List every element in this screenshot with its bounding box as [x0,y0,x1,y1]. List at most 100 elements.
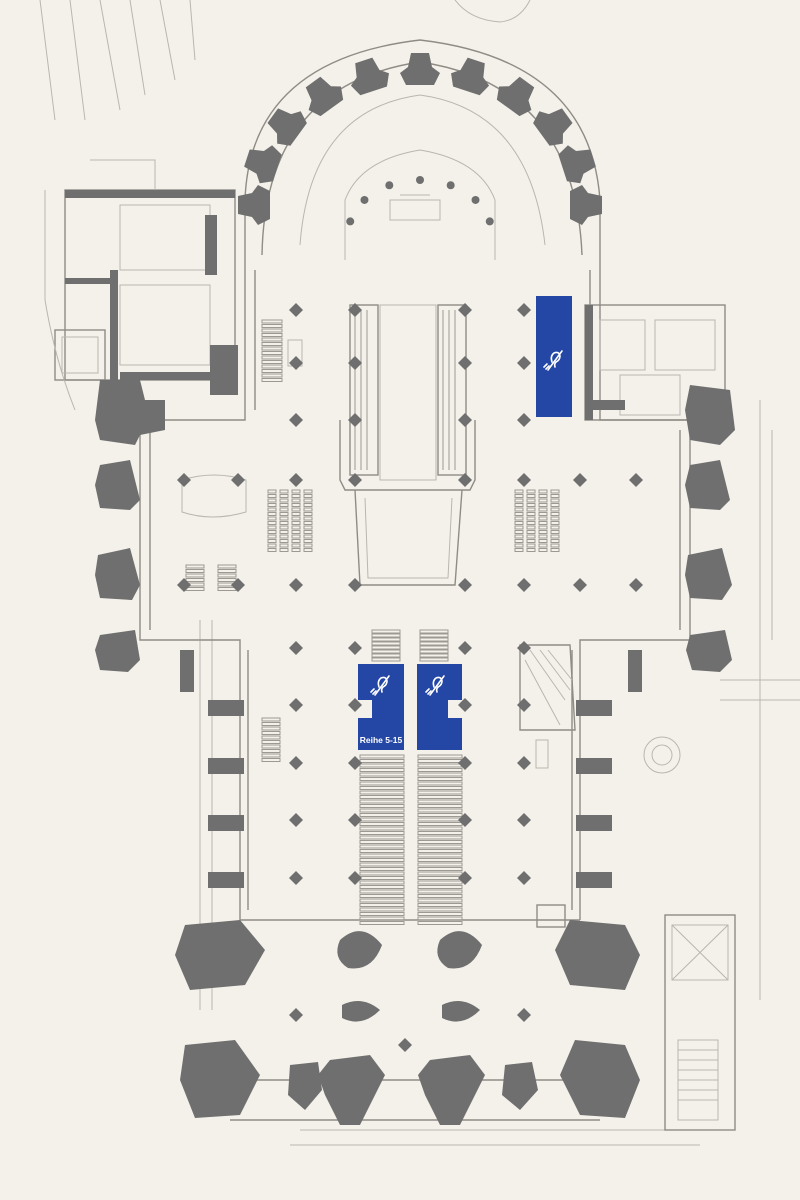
apse-buttress [451,57,490,96]
pew-row [359,853,405,858]
apse-buttress [350,57,389,96]
pew-rows [185,319,560,925]
pier-core [520,701,528,709]
pew-row [279,521,289,525]
apse-buttress [305,76,344,117]
pew-row [550,539,560,543]
pew-row [267,498,277,503]
pew-row [417,781,463,786]
pew-row [417,916,463,921]
pew-row [550,521,560,525]
pier-core [461,416,469,424]
pew-row [303,543,313,548]
aisle-block [208,872,244,888]
pew-row [514,494,524,498]
pew-row [261,378,283,382]
pier-core [520,1011,528,1019]
nave-zone-left[interactable]: Reihe 5-15 [358,664,404,750]
pier-core [632,476,640,484]
pew-row [417,903,463,907]
pier-core [461,701,469,709]
pier-core [180,581,188,589]
pew-row [417,894,463,898]
pew-row [185,578,205,582]
pew-row [279,548,289,552]
pew-row [526,512,536,516]
pew-row [417,822,463,826]
pew-row [279,507,289,512]
pew-row [261,369,283,373]
pew-row [261,722,281,726]
pew-row [538,548,548,552]
pew-row [267,489,277,494]
pew-row [417,921,463,925]
pew-row [417,768,463,772]
pew-row [279,489,289,494]
pew-row [359,759,405,763]
pew-row [261,355,283,360]
pew-row [417,826,463,831]
pew-row [417,835,463,840]
apse-column [471,195,480,204]
pew-row [417,831,463,835]
pew-row [267,539,277,543]
pier-core [292,306,300,314]
pew-row [217,573,237,578]
pew-row [526,530,536,534]
pew-row [359,822,405,826]
pier-core [351,816,359,824]
pew-row [291,543,301,548]
pew-row [514,539,524,543]
pew-row [261,337,283,342]
pew-row [267,516,277,521]
pew-row [550,525,560,530]
pew-row [417,867,463,871]
pew-row [261,328,283,333]
pew-row [526,503,536,507]
choir-zone-east[interactable] [536,296,572,417]
pier-core [292,416,300,424]
aisle-block [208,815,244,831]
pew-row [417,840,463,844]
pew-row [261,346,283,351]
pier-core [234,581,242,589]
pew-row [217,578,237,582]
pier-core [351,701,359,709]
apse-column [446,181,455,190]
apse-column [360,195,369,204]
pew-row [291,525,301,530]
pew-row [514,530,524,534]
pew-row [538,507,548,512]
pew-row [514,534,524,539]
pew-row [417,871,463,876]
pew-row [279,516,289,521]
pew-row [419,633,449,638]
pew-row [419,637,449,642]
pew-row [417,754,463,759]
pew-row [359,844,405,849]
pew-row [359,876,405,880]
hearing-loop-icon [425,675,445,696]
pew-row [514,521,524,525]
pew-row [291,521,301,525]
pew-row [550,548,560,552]
pew-row [279,525,289,530]
pew-row [303,489,313,494]
pew-row [261,342,283,346]
pew-row [359,786,405,790]
pew-row [359,880,405,885]
pew-row [279,494,289,498]
pew-row [417,786,463,790]
pew-row [291,494,301,498]
pew-row [538,512,548,516]
pew-row [291,548,301,552]
pier-core [520,476,528,484]
pew-row [514,525,524,530]
nave-zone-right[interactable] [417,664,462,750]
pier-core [292,874,300,882]
pulpit-stairs [519,644,576,928]
pier-core [461,581,469,589]
pew-row [419,653,449,658]
apse-column [346,217,355,226]
pier-core [351,476,359,484]
